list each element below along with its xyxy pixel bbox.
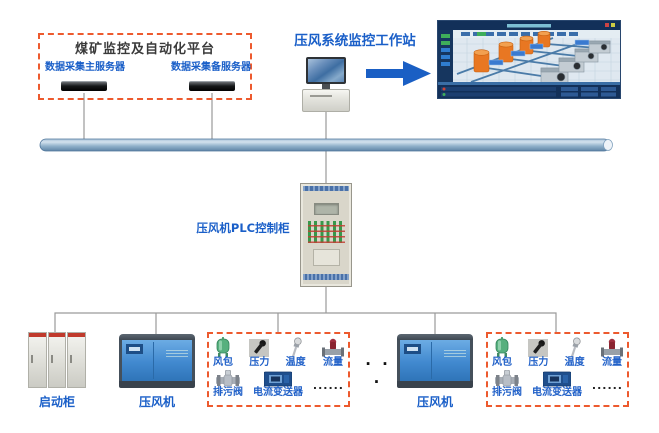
monitor-stand [322, 84, 330, 89]
air-tank-icon [213, 337, 233, 357]
server-main-label: 数据采集主服务器 [45, 62, 125, 73]
plc-indicator-lights [308, 221, 345, 243]
server-backup-label: 数据采集备服务器 [171, 62, 251, 73]
flow-meter-icon [321, 337, 344, 357]
plc-display [314, 203, 339, 215]
cabinet-panel [67, 332, 87, 388]
pressure-sensor-icon [528, 337, 549, 357]
compressor-label: 压风机 [138, 395, 175, 409]
sensor-flow: 流量 [600, 337, 623, 369]
server-icon [61, 81, 107, 91]
sensor-current-transmitter: 电流变送器 [253, 370, 303, 399]
workstation-icon [306, 57, 346, 84]
sensor-air-tank: 风包 [213, 337, 233, 369]
server-icon [189, 81, 235, 91]
plc-cabinet-label: 压风机PLC控制柜 [196, 221, 290, 235]
sensor-ellipsis: ...... [591, 379, 623, 392]
sensor-drain-valve: 排污阀 [213, 370, 243, 399]
compressor-label: 压风机 [416, 395, 453, 409]
platform-box [38, 33, 252, 100]
starter-cabinet-icon [28, 332, 87, 388]
sensor-group-box: 风包 压力 温度 流量 [207, 332, 350, 407]
monitor-screen [308, 59, 344, 82]
sensor-ellipsis: ...... [312, 379, 344, 392]
sensor-drain-valve: 排污阀 [492, 370, 522, 399]
current-transmitter-icon [253, 370, 303, 387]
pc-tower-icon [302, 89, 350, 112]
sensor-temperature: 温度 [286, 337, 306, 369]
plc-cabinet-icon [300, 183, 352, 287]
pc-slot [310, 95, 332, 97]
flow-meter-icon [600, 337, 623, 357]
air-tank-icon [492, 337, 512, 357]
sensor-air-tank: 风包 [492, 337, 512, 369]
compressor-icon [119, 334, 195, 388]
cabinet-panel [28, 332, 47, 388]
drain-valve-icon [213, 370, 243, 387]
network-bus-pipe [39, 138, 613, 152]
drain-valve-icon [492, 370, 522, 387]
starter-cabinet-label: 启动柜 [38, 395, 75, 409]
platform-title: 煤矿监控及自动化平台 [74, 42, 215, 57]
sensor-pressure: 压力 [528, 337, 549, 369]
compressor-icon [397, 334, 473, 388]
sensor-group-box: 风包 压力 温度 流量 [486, 332, 629, 407]
temperature-sensor-icon [286, 337, 306, 357]
flow-arrow-icon [366, 61, 431, 86]
scada-screenshot [436, 19, 622, 100]
temperature-sensor-icon [565, 337, 585, 357]
cabinet-panel [47, 332, 67, 388]
pressure-sensor-icon [249, 337, 270, 357]
workstation-title: 压风系统监控工作站 [294, 33, 416, 49]
sensor-temperature: 温度 [565, 337, 585, 369]
sensor-current-transmitter: 电流变送器 [532, 370, 582, 399]
sensor-pressure: 压力 [249, 337, 270, 369]
sensor-flow: 流量 [321, 337, 344, 369]
current-transmitter-icon [532, 370, 582, 387]
plc-top-band [303, 186, 349, 191]
separator-dots: · · · [365, 355, 391, 391]
plc-bottom-band [303, 274, 349, 280]
plc-lower-panel [313, 249, 340, 266]
